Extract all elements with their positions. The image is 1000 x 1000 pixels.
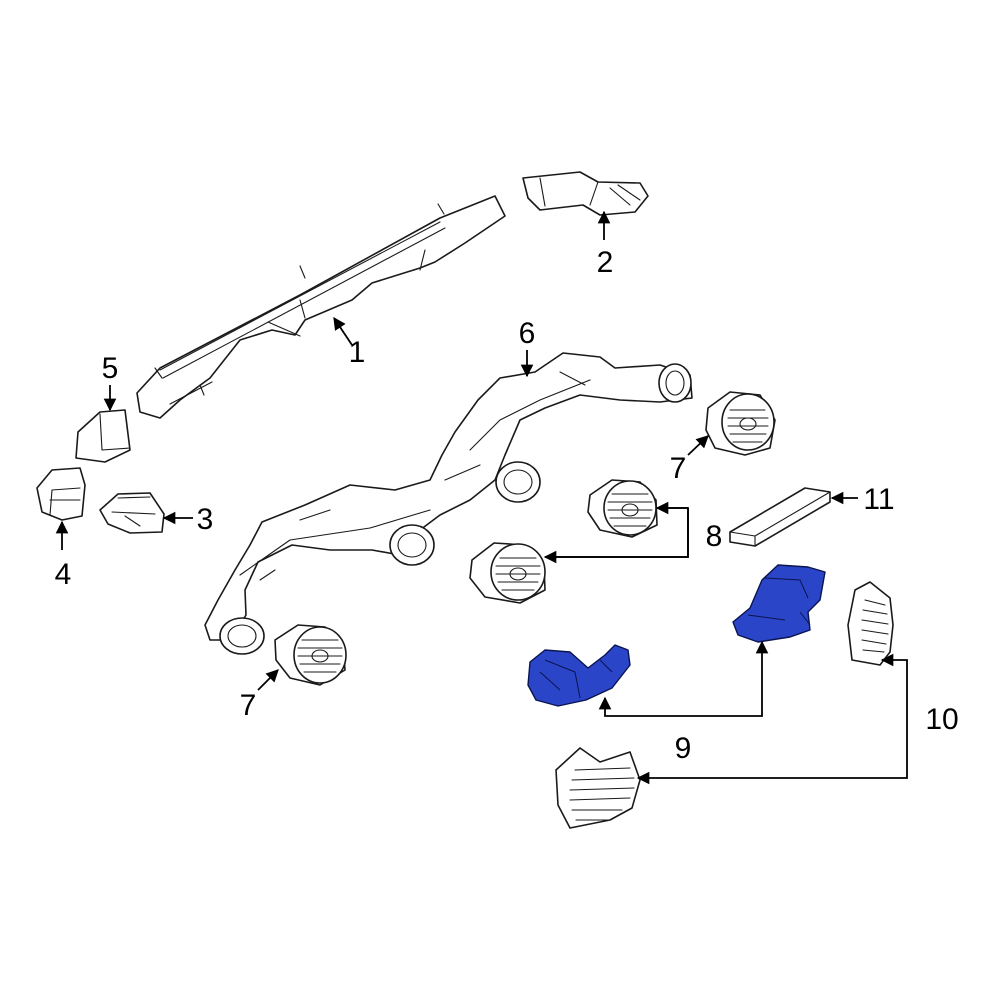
part-7-vent-right[interactable]: [705, 391, 776, 456]
leader-7-left: [257, 669, 279, 691]
part-1-defroster-duct[interactable]: [136, 195, 506, 419]
callout-5: 5: [102, 352, 119, 385]
callout-6: 6: [519, 317, 536, 350]
part-11-filter[interactable]: [729, 487, 831, 547]
leader-lines: [55, 210, 908, 785]
part-7-vent-left[interactable]: [274, 624, 347, 686]
leader-9: [598, 696, 682, 717]
leader-1: [333, 316, 353, 346]
part-9-duct-left-highlighted[interactable]: [527, 644, 631, 707]
callout-11: 11: [863, 483, 894, 516]
callout-8: 8: [706, 520, 723, 553]
callout-3: 3: [197, 503, 214, 536]
part-6-main-duct[interactable]: [204, 352, 693, 655]
part-10-grille-bottom[interactable]: [555, 747, 641, 829]
part-4-vent-adapter[interactable]: [36, 467, 86, 521]
callout-2: 2: [597, 246, 614, 279]
leader-7-right: [687, 435, 709, 456]
part-5-duct-extension[interactable]: [75, 409, 131, 463]
part-8-vent-lower[interactable]: [469, 542, 546, 604]
leader-10: [880, 653, 908, 717]
part-2-side-duct[interactable]: [522, 171, 649, 216]
callout-labels: 1 2 3 4 5 6 7 7 8 9 10 11: [55, 246, 959, 765]
callout-4: 4: [55, 558, 72, 591]
part-10-grille-right[interactable]: [847, 581, 894, 666]
part-3-vent-adapter[interactable]: [99, 492, 165, 534]
part-8-vent-upper[interactable]: [587, 479, 658, 538]
callout-9: 9: [675, 732, 692, 765]
callout-7-right: 7: [670, 452, 687, 485]
part-9-duct-right-highlighted[interactable]: [732, 564, 826, 643]
callout-7-left: 7: [240, 689, 257, 722]
callout-10: 10: [925, 703, 958, 736]
callout-1: 1: [349, 336, 366, 369]
